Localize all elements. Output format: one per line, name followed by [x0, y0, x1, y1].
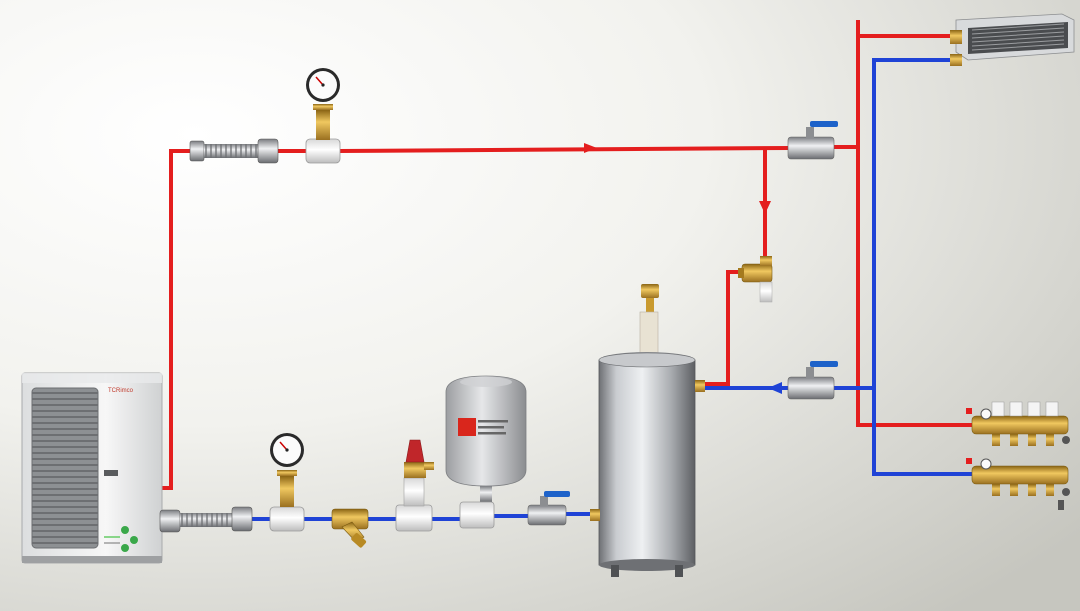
flex-hose-return — [159, 506, 253, 533]
y-strainer — [331, 508, 369, 548]
flex-hose-supply — [189, 138, 279, 164]
ball-valve-supply — [787, 121, 838, 160]
ball-valve-tank-return — [787, 361, 838, 400]
eco-badge-icon — [130, 536, 138, 544]
return-pipes — [250, 58, 974, 521]
fan-coil-unit — [950, 13, 1075, 66]
unit-brand-label: TCRimco — [108, 388, 134, 394]
flow-arrow-right-icon — [584, 143, 597, 153]
eco-badge-icon — [121, 526, 129, 534]
eco-badge-icon — [121, 544, 129, 552]
valve-handle-icon — [810, 361, 838, 367]
ball-valve-return — [527, 491, 570, 526]
supply-pipe-main — [337, 145, 791, 154]
safety-relief-valve — [395, 439, 434, 532]
fan-grille — [31, 387, 99, 549]
floor-heating-manifold-supply — [966, 401, 1070, 446]
floor-heating-manifold-return — [966, 458, 1070, 510]
valve-handle-icon — [810, 121, 838, 127]
tank-label-icon — [458, 418, 476, 436]
buffer-tank — [590, 284, 705, 577]
pressure-gauge-return — [269, 433, 305, 532]
expansion-tank — [445, 375, 527, 529]
pressure-differential-valve — [738, 256, 773, 303]
supply-pipe-bypass-to-tank — [698, 270, 744, 386]
valve-handle-icon — [544, 491, 570, 497]
pressure-gauge-supply — [305, 68, 341, 164]
flow-arrow-left-icon — [768, 382, 782, 394]
heat-pump-unit: TCRimco — [21, 372, 163, 564]
supply-pipe-riser — [155, 149, 198, 490]
supply-pipes — [155, 20, 974, 490]
flow-arrow-down-icon — [759, 201, 771, 214]
